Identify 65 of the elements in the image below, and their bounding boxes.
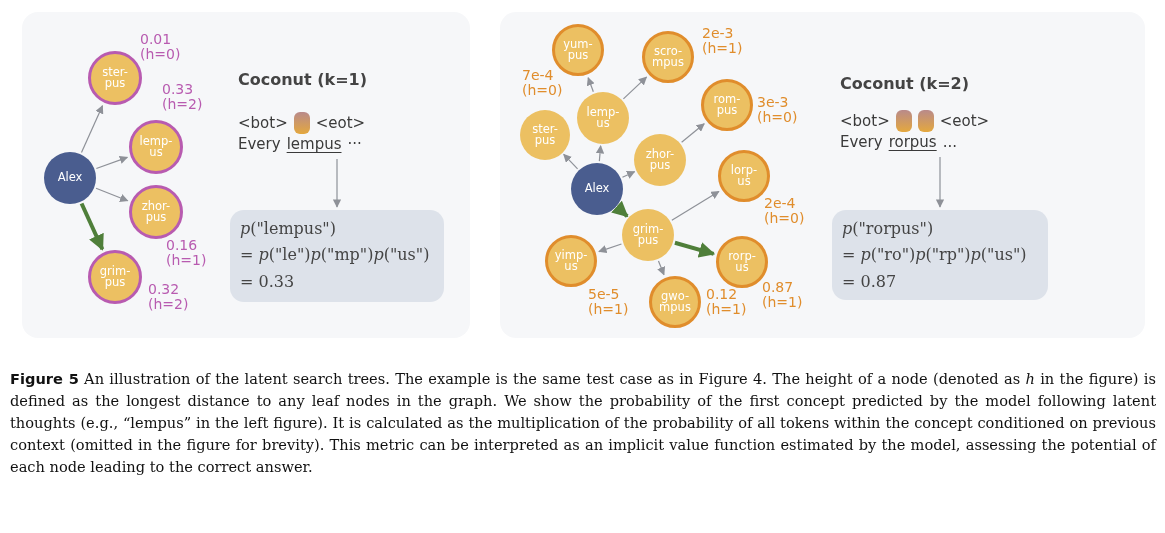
node-label: lorp-us bbox=[730, 164, 758, 188]
node-label: grim-pus bbox=[632, 223, 664, 247]
node-label: zhor-pus bbox=[141, 200, 171, 224]
node-label: scro-mpus bbox=[652, 45, 684, 69]
arrow bbox=[671, 190, 720, 221]
arrow bbox=[332, 158, 342, 208]
method-title: Coconut (k=2) bbox=[840, 74, 969, 93]
token-text: ··· bbox=[347, 134, 362, 155]
node-label: yimp-us bbox=[554, 249, 588, 273]
probability-label: 0.33 (h=2) bbox=[162, 82, 203, 112]
formula-line: p("lempus") bbox=[240, 218, 337, 240]
arrow bbox=[95, 155, 129, 170]
arrow bbox=[657, 260, 666, 276]
node-label: Alex bbox=[584, 183, 610, 195]
formula-line: = p("ro")p("rp")p("us") bbox=[842, 244, 1028, 267]
arrow bbox=[80, 105, 104, 154]
formula-line: = p("le")p("mp")p("us") bbox=[240, 244, 431, 267]
formula-line: = 0.33 bbox=[240, 270, 296, 293]
underlined-word: lempus bbox=[286, 134, 342, 155]
token-text: Every bbox=[238, 134, 281, 155]
formula-line: = 0.87 bbox=[842, 270, 898, 293]
token-text: <eot> bbox=[939, 110, 990, 132]
arrow bbox=[586, 76, 595, 93]
arrow bbox=[598, 243, 623, 254]
formula-box bbox=[230, 210, 444, 302]
formula-box bbox=[832, 210, 1048, 300]
arrow bbox=[622, 76, 648, 100]
underlined-word: rorpus bbox=[888, 132, 937, 153]
node-label: rom-pus bbox=[713, 93, 741, 117]
arrow bbox=[674, 240, 716, 258]
node-label: Alex bbox=[57, 172, 83, 184]
token-text: <bot> bbox=[238, 112, 288, 134]
token-text: Every bbox=[840, 132, 883, 153]
probability-label: 2e-4 (h=0) bbox=[764, 196, 805, 226]
token-text: <bot> bbox=[840, 110, 890, 132]
node-label: lemp-us bbox=[139, 135, 173, 159]
token-text: <eot> bbox=[315, 112, 366, 134]
probability-label: 0.12 (h=1) bbox=[706, 287, 747, 317]
probability-label: 0.16 (h=1) bbox=[166, 238, 207, 268]
probability-label: 7e-4 (h=0) bbox=[522, 68, 563, 98]
probability-label: 0.01 (h=0) bbox=[140, 32, 181, 62]
arrow bbox=[563, 153, 579, 170]
node-label: rorp-us bbox=[728, 250, 756, 274]
probability-label: 0.32 (h=2) bbox=[148, 282, 189, 312]
node-label: ster-pus bbox=[532, 123, 558, 147]
arrow bbox=[79, 202, 105, 251]
node-label: zhor-pus bbox=[645, 148, 675, 172]
formula-line: p("rorpus") bbox=[842, 218, 935, 240]
method-title: Coconut (k=1) bbox=[238, 70, 367, 89]
arrow bbox=[95, 187, 129, 202]
arrow bbox=[621, 171, 636, 179]
node-label: gwo-mpus bbox=[659, 290, 691, 314]
node-label: yum-pus bbox=[563, 38, 593, 62]
node-label: lemp-us bbox=[586, 106, 620, 130]
token-text: ... bbox=[942, 132, 957, 153]
arrow bbox=[611, 200, 629, 218]
arrow bbox=[595, 145, 605, 162]
node-label: grim-pus bbox=[99, 265, 131, 289]
probability-label: 0.87 (h=1) bbox=[762, 280, 803, 310]
arrow bbox=[681, 123, 705, 143]
probability-label: 5e-5 (h=1) bbox=[588, 287, 629, 317]
probability-label: 3e-3 (h=0) bbox=[757, 95, 798, 125]
arrow bbox=[935, 156, 945, 208]
probability-label: 2e-3 (h=1) bbox=[702, 26, 743, 56]
node-label: ster-pus bbox=[102, 66, 128, 90]
